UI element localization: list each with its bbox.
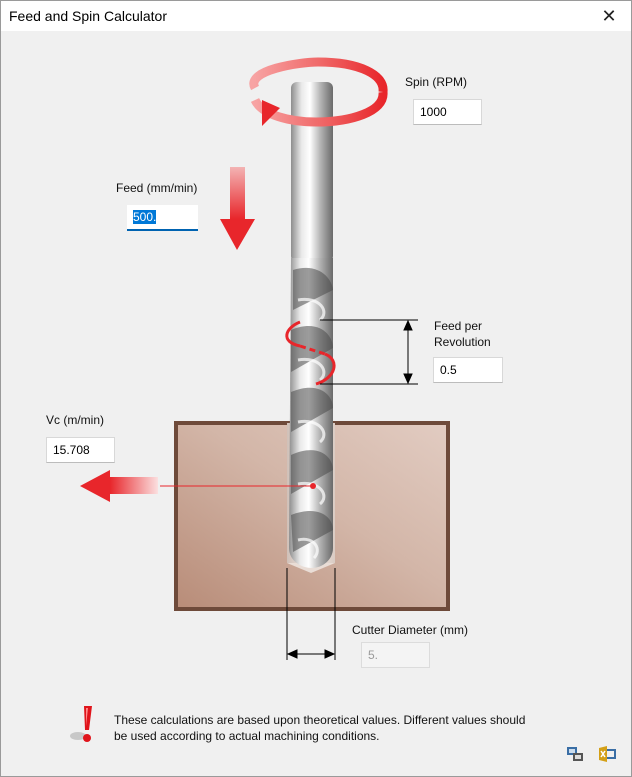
drill-icon — [289, 82, 333, 568]
vc-input[interactable] — [46, 437, 115, 463]
spin-label: Spin (RPM) — [405, 75, 468, 89]
feed-per-rev-dimension — [320, 319, 418, 385]
warning-icon — [70, 706, 92, 742]
spin-arrow-front — [250, 91, 388, 127]
feed-label: Feed (mm/min) — [116, 181, 198, 195]
window-title: Feed and Spin Calculator — [9, 8, 167, 24]
feed-per-rev-input[interactable] — [433, 357, 503, 383]
notice-text: These calculations are based upon theore… — [114, 713, 526, 743]
vc-label: Vc (m/min) — [46, 413, 104, 427]
feed-input[interactable] — [127, 205, 198, 231]
spin-input[interactable] — [413, 99, 482, 125]
helix-curve — [285, 320, 336, 386]
vc-arrow-icon — [80, 470, 316, 502]
cutter-diameter-label: Cutter Diameter (mm) — [352, 623, 469, 637]
title-bar: Feed and Spin Calculator ✕ — [1, 1, 631, 31]
close-icon[interactable]: ✕ — [601, 6, 617, 26]
feed-arrow-icon — [220, 167, 255, 250]
cutter-diameter-input — [361, 642, 430, 668]
feed-per-rev-label-line2: Revolution — [434, 335, 491, 349]
export-icon[interactable] — [597, 744, 617, 764]
cutter-diameter-dimension — [286, 568, 336, 660]
spin-arrow-icon — [249, 57, 388, 93]
settings-icon[interactable] — [565, 744, 585, 764]
feed-per-rev-label-line1: Feed per — [434, 319, 483, 333]
